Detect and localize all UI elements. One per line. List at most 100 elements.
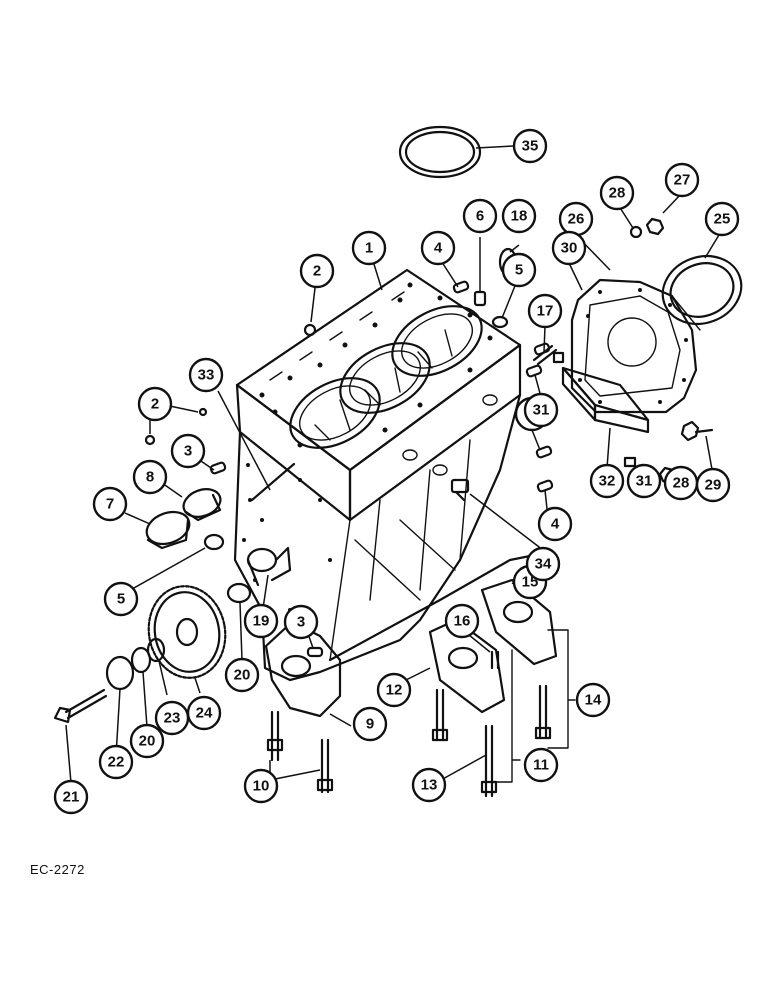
callout-20a: 20 (224, 657, 260, 693)
svg-text:31: 31 (636, 473, 653, 490)
seal-ring (398, 125, 482, 179)
rear-crank-seal (661, 255, 743, 325)
svg-text:1: 1 (365, 240, 373, 257)
callout-35: 35 (512, 128, 548, 164)
svg-text:16: 16 (454, 613, 471, 630)
svg-text:28: 28 (609, 185, 626, 202)
callout-12: 12 (376, 672, 412, 708)
callout-3b: 3 (283, 604, 319, 640)
svg-text:2: 2 (151, 396, 159, 413)
svg-text:33: 33 (198, 367, 215, 384)
svg-text:30: 30 (561, 240, 578, 257)
group-bracket (547, 629, 576, 749)
thrust-washer (146, 637, 166, 663)
bushing-lower (145, 510, 191, 550)
svg-text:25: 25 (714, 211, 731, 228)
stud (532, 344, 558, 366)
idler-shaft (246, 546, 292, 587)
svg-text:24: 24 (196, 705, 213, 722)
svg-text:5: 5 (117, 591, 125, 608)
svg-text:8: 8 (146, 469, 154, 486)
cap-dowel (490, 650, 500, 670)
callouts: 1 2 2 3 3 3 4 4 5 5 6 7 8 9 10 11 12 13 … (53, 128, 740, 815)
gear-bolt (53, 688, 108, 724)
svg-text:34: 34 (535, 556, 552, 573)
svg-text:12: 12 (386, 682, 403, 699)
callout-9: 9 (352, 706, 388, 742)
callout-8: 8 (132, 459, 168, 495)
callout-5b: 5 (103, 581, 139, 617)
svg-text:3: 3 (297, 614, 305, 631)
callout-31a: 31 (523, 392, 559, 428)
svg-text:35: 35 (522, 138, 539, 155)
callout-28a: 28 (599, 175, 635, 211)
callout-26: 26 (558, 201, 594, 237)
group-bracket-lower (495, 649, 521, 783)
svg-text:21: 21 (63, 789, 80, 806)
svg-text:6: 6 (476, 208, 484, 225)
rear-plate-gasket (639, 281, 701, 331)
rear-plate (570, 278, 698, 414)
long-stud (250, 462, 296, 502)
cap-bolts-center (431, 688, 498, 798)
svg-text:20: 20 (139, 733, 156, 750)
svg-text:10: 10 (253, 778, 270, 795)
svg-text:7: 7 (106, 496, 114, 513)
main-bearing-cap-rear (480, 578, 558, 666)
callout-14: 14 (575, 682, 611, 718)
callout-17: 17 (527, 293, 563, 329)
callout-23: 23 (154, 700, 190, 736)
svg-text:26: 26 (568, 211, 585, 228)
callout-32: 32 (589, 463, 625, 499)
svg-text:4: 4 (551, 516, 560, 533)
callout-22: 22 (98, 744, 134, 780)
svg-text:32: 32 (599, 473, 616, 490)
callout-3a: 3 (170, 433, 206, 469)
retainer-washer (105, 655, 135, 691)
svg-text:27: 27 (674, 172, 691, 189)
callout-18: 18 (501, 198, 537, 234)
callout-4b: 4 (537, 506, 573, 542)
svg-text:17: 17 (537, 303, 554, 320)
callout-5a: 5 (501, 252, 537, 288)
svg-text:22: 22 (108, 754, 125, 771)
callout-10: 10 (243, 768, 279, 804)
callout-21: 21 (53, 779, 89, 815)
spacer-lower (130, 646, 152, 674)
callout-2b: 2 (137, 386, 173, 422)
callout-4a: 4 (420, 230, 456, 266)
washer (203, 533, 225, 551)
svg-text:3: 3 (184, 443, 192, 460)
callout-11: 11 (523, 747, 559, 783)
svg-text:28: 28 (673, 475, 690, 492)
svg-text:2: 2 (313, 263, 321, 280)
cylinder-block (233, 268, 537, 682)
callout-20b: 20 (129, 723, 165, 759)
leader-lines (65, 145, 723, 784)
svg-text:11: 11 (533, 757, 549, 774)
figure-reference-code: EC-2272 (30, 862, 85, 877)
svg-text:18: 18 (511, 208, 528, 225)
svg-text:9: 9 (366, 716, 374, 733)
svg-text:13: 13 (421, 777, 438, 794)
callout-19: 19 (243, 603, 279, 639)
callout-7: 7 (92, 486, 128, 522)
cap-bolts-front (266, 710, 334, 794)
bushing-upper (182, 488, 222, 522)
callout-25: 25 (704, 201, 740, 237)
svg-text:4: 4 (434, 240, 443, 257)
svg-text:31: 31 (533, 402, 550, 419)
callout-31b: 31 (626, 463, 662, 499)
svg-text:5: 5 (515, 262, 523, 279)
callout-13: 13 (411, 767, 447, 803)
svg-text:14: 14 (585, 692, 602, 709)
callout-28b: 28 (663, 465, 699, 501)
callout-27: 27 (664, 162, 700, 198)
svg-text:19: 19 (253, 613, 270, 630)
callout-1: 1 (351, 230, 387, 266)
callout-33: 33 (188, 357, 224, 393)
seal-block (561, 366, 650, 434)
callout-6: 6 (462, 198, 498, 234)
spacer-upper (226, 582, 252, 604)
callout-34: 34 (525, 546, 561, 582)
